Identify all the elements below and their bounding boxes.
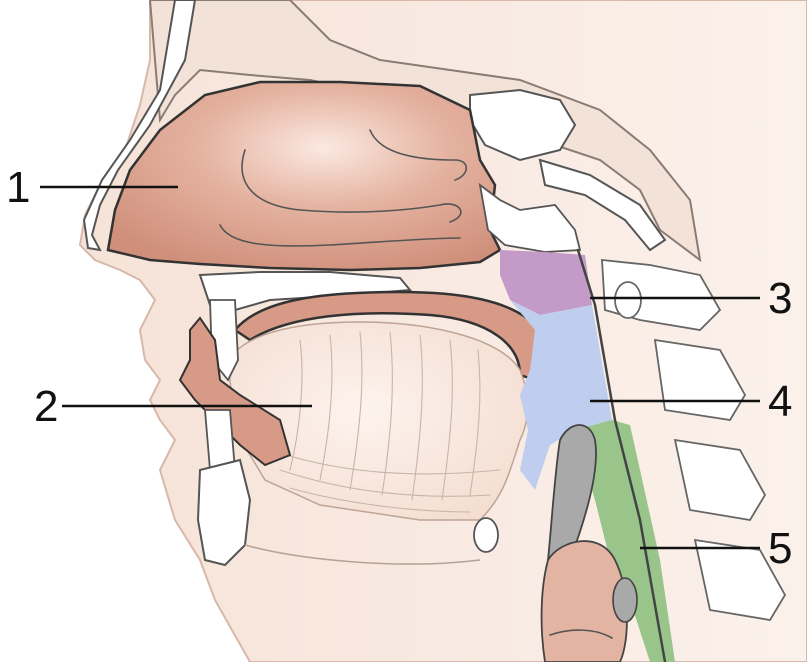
label-4: 4 [768, 377, 792, 426]
arytenoid [613, 578, 637, 622]
label-5: 5 [768, 524, 792, 573]
label-3: 3 [768, 274, 792, 323]
label-2: 2 [34, 382, 58, 431]
label-1: 1 [6, 163, 30, 212]
hyoid-bone [474, 518, 498, 552]
